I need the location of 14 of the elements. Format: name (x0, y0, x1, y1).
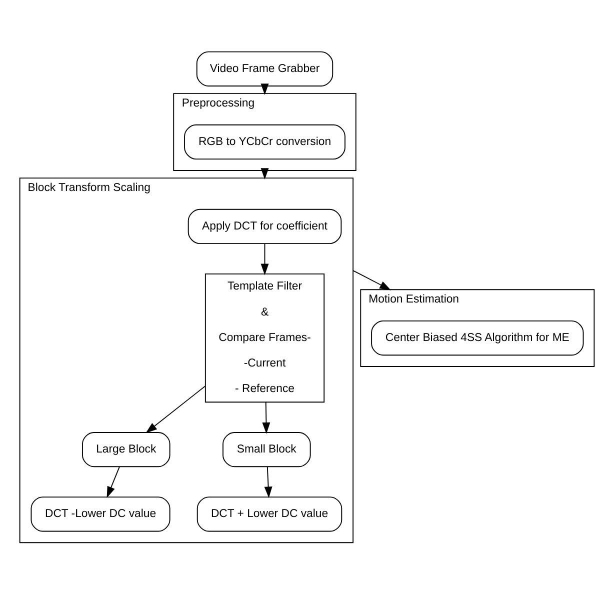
node-box: DCT -Lower DC value (30, 496, 170, 532)
node-box: Center Biased 4SS Algorithm for ME (371, 320, 584, 356)
node-box: Large Block (82, 432, 170, 467)
node-box: RGB to YCbCr conversion (184, 124, 346, 160)
node-box: Apply DCT for coefficient (188, 208, 342, 244)
node-box: Template Filter & Compare Frames- -Current - Reference (204, 272, 325, 402)
arrow (262, 401, 270, 434)
arrow (146, 385, 206, 433)
arrow (352, 270, 392, 290)
arrow (106, 466, 120, 498)
arrow (264, 466, 272, 498)
node-box: DCT + Lower DC value (196, 496, 342, 532)
node-box: Small Block (222, 432, 311, 467)
arrow (260, 242, 269, 275)
